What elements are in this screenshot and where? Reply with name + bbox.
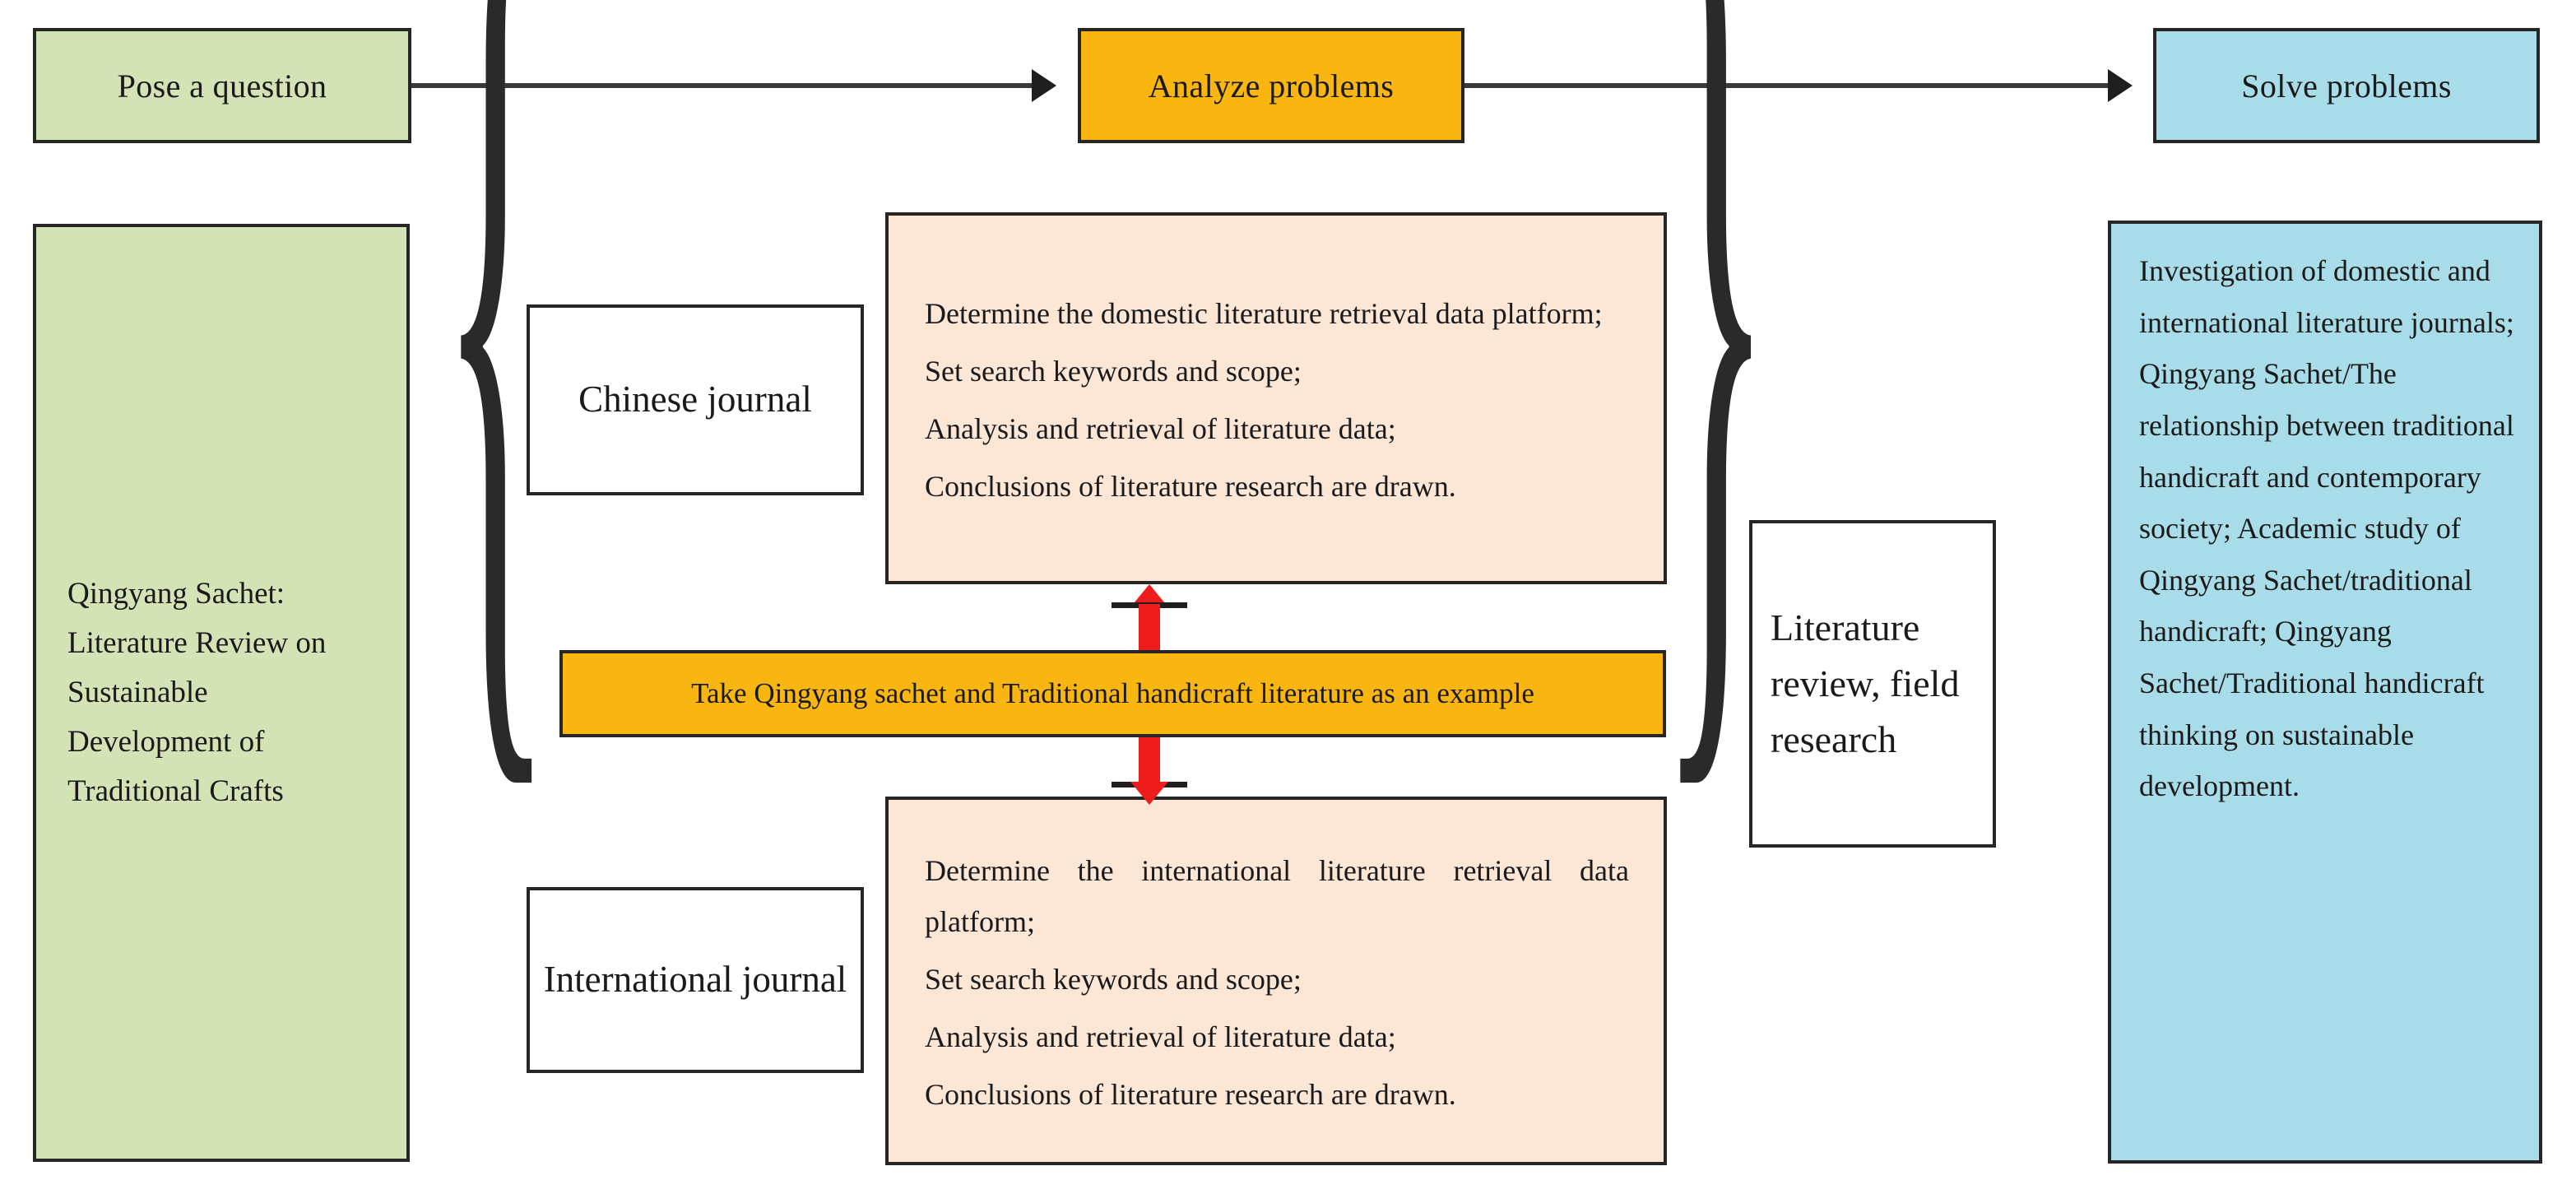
arrow-stem <box>1139 604 1160 652</box>
domestic-step-2: Set search keywords and scope; <box>925 355 1302 388</box>
international-journal-box: International journal <box>527 887 864 1073</box>
flow-step-label: Pose a question <box>117 67 327 105</box>
flow-step-analyze-problems: Analyze problems <box>1078 28 1464 143</box>
example-case-label: Take Qingyang sachet and Traditional han… <box>691 677 1534 709</box>
research-method-box: Literature review, field research <box>1749 520 1996 848</box>
arrow-head-down <box>1130 782 1168 805</box>
flow-step-label: Analyze problems <box>1148 67 1395 105</box>
international-journal-label: International journal <box>543 959 847 1001</box>
study-title-panel: Qingyang Sachet: Literature Review on Su… <box>33 224 410 1162</box>
domestic-retrieval-steps-box: Determine the domestic literature retrie… <box>885 212 1667 584</box>
flow-arrow-pose-to-analyze <box>411 69 1056 102</box>
flow-step-solve-problems: Solve problems <box>2153 28 2540 143</box>
flow-step-pose-a-question: Pose a question <box>33 28 411 143</box>
domestic-step-3: Analysis and retrieval of literature dat… <box>925 412 1396 445</box>
study-title-text: Qingyang Sachet: Literature Review on Su… <box>67 577 327 808</box>
international-step-2: Set search keywords and scope; <box>925 963 1302 997</box>
chinese-journal-label: Chinese journal <box>578 379 812 420</box>
research-method-label: Literature review, field research <box>1771 606 1960 761</box>
domestic-step-4: Conclusions of literature research are d… <box>925 469 1456 503</box>
international-step-3: Analysis and retrieval of literature dat… <box>925 1020 1396 1053</box>
red-arrow-down-to-international <box>1112 737 1187 805</box>
arrow-stem <box>1139 737 1160 782</box>
flow-step-label: Solve problems <box>2241 67 2452 105</box>
research-outcomes-panel: Investigation of domestic and internatio… <box>2108 221 2542 1164</box>
domestic-step-1: Determine the domestic literature retrie… <box>925 297 1603 331</box>
red-arrow-up-to-domestic <box>1112 584 1187 652</box>
international-step-1: Determine the international literature r… <box>925 854 1629 939</box>
research-outcomes-text: Investigation of domestic and internatio… <box>2139 254 2514 803</box>
flow-arrow-analyze-to-solve <box>1464 69 2133 102</box>
chinese-journal-box: Chinese journal <box>527 304 864 495</box>
international-retrieval-steps-box: Determine the international literature r… <box>885 797 1667 1165</box>
example-case-bar: Take Qingyang sachet and Traditional han… <box>559 650 1666 737</box>
international-step-4: Conclusions of literature research are d… <box>925 1077 1456 1111</box>
